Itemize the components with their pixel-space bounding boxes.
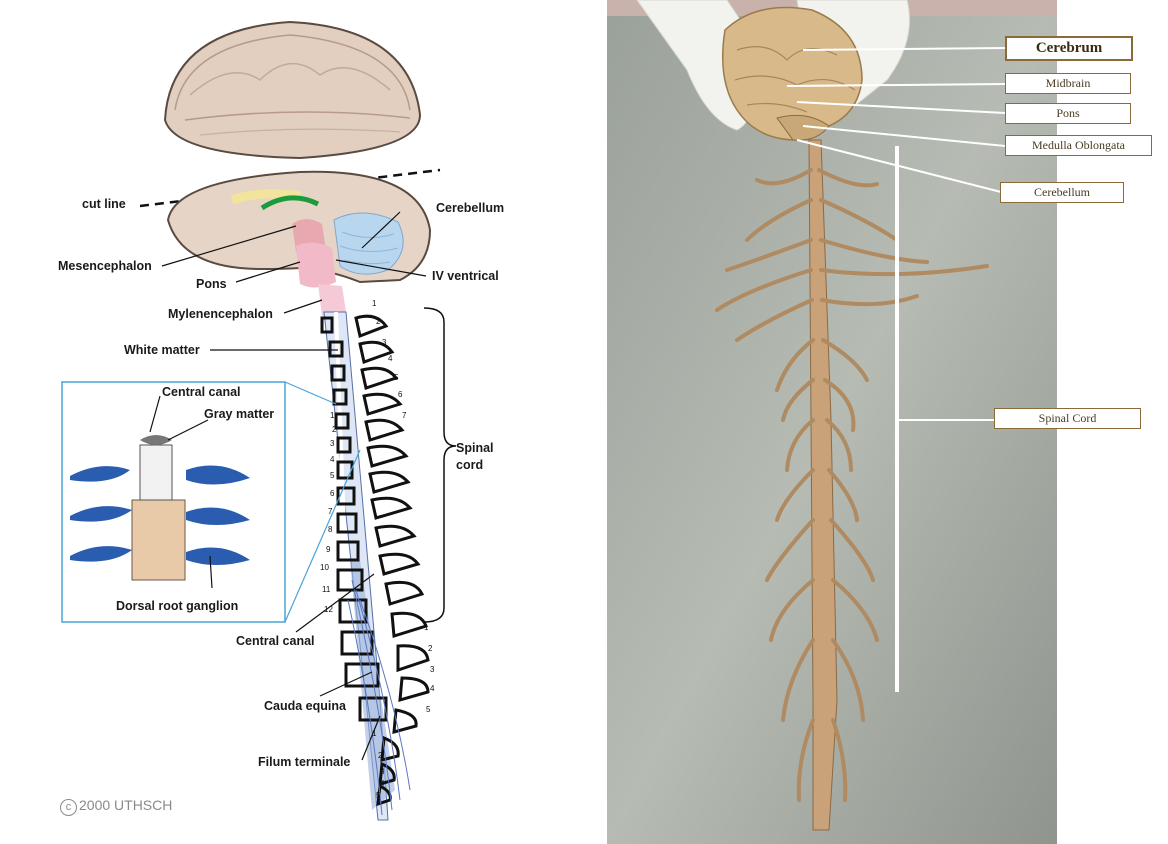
svg-text:12: 12: [324, 605, 333, 614]
cerebrum-cut-illustration: [163, 20, 422, 160]
svg-text:11: 11: [322, 585, 331, 594]
label-cauda-equina: Cauda equina: [264, 699, 347, 713]
spinal-cord-specimen: [715, 139, 989, 831]
svg-text:5: 5: [376, 791, 381, 800]
svg-text:1: 1: [424, 623, 429, 632]
specimen-photo: [607, 0, 1057, 844]
svg-text:1: 1: [372, 729, 377, 738]
vertebra-numbers: 1 2 3 4 5 6 7 1 2 3 4 5 6 7 8 9 10 11 12…: [320, 299, 435, 800]
cerebellum-region: [333, 212, 404, 275]
svg-text:3: 3: [382, 338, 387, 347]
label-white-matter: White matter: [124, 343, 200, 357]
svg-text:6: 6: [330, 489, 335, 498]
leader-lines: [149, 211, 457, 761]
svg-text:2: 2: [428, 644, 433, 653]
svg-text:3: 3: [330, 439, 335, 448]
label-filum-terminale: Filum terminale: [258, 755, 350, 769]
label-central-canal-inset: Central canal: [162, 385, 241, 399]
medulla-region: [318, 284, 346, 316]
label-cerebrum: Cerebrum: [1005, 36, 1133, 61]
brain-sagittal-section: [166, 170, 432, 316]
label-mylenencephalon: Mylenencephalon: [168, 307, 273, 321]
label-dorsal-root-ganglion: Dorsal root ganglion: [116, 599, 238, 613]
svg-text:1: 1: [372, 299, 377, 308]
svg-text:10: 10: [320, 563, 329, 572]
svg-text:2: 2: [376, 317, 381, 326]
label-spinal-cord: Spinal Cord: [994, 408, 1141, 429]
svg-text:8: 8: [328, 525, 333, 534]
svg-text:4: 4: [380, 779, 385, 788]
svg-text:5: 5: [330, 471, 335, 480]
label-iv-ventrical: IV ventrical: [432, 269, 499, 283]
spinal-cord-inset: [61, 381, 361, 623]
photo-leader-lines: [786, 47, 1006, 421]
label-cerebellum-photo: Cerebellum: [1000, 182, 1124, 203]
svg-text:9: 9: [326, 545, 331, 554]
svg-text:4: 4: [430, 684, 435, 693]
pons-region: [296, 242, 336, 288]
svg-text:4: 4: [388, 354, 393, 363]
svg-text:2: 2: [332, 425, 337, 434]
svg-text:1: 1: [330, 411, 335, 420]
copyright-text: 2000 UTHSCH: [79, 797, 173, 813]
copyright-icon: c: [60, 799, 77, 816]
label-central-canal: Central canal: [236, 634, 315, 648]
svg-text:2: 2: [378, 751, 383, 760]
spinal-column: [320, 311, 430, 821]
svg-text:7: 7: [328, 507, 333, 516]
svg-text:4: 4: [330, 455, 335, 464]
label-cerebellum: Cerebellum: [436, 201, 504, 215]
label-midbrain: Midbrain: [1005, 73, 1131, 94]
svg-text:5: 5: [394, 373, 399, 382]
label-pons-photo: Pons: [1005, 103, 1131, 124]
cns-diagram: cut line Cerebellum Mesencephalon Pons I…: [58, 20, 504, 821]
label-medulla-oblongata: Medulla Oblongata: [1005, 135, 1152, 156]
svg-text:6: 6: [398, 390, 403, 399]
svg-text:3: 3: [380, 767, 385, 776]
svg-text:5: 5: [426, 705, 431, 714]
label-mesencephalon: Mesencephalon: [58, 259, 152, 273]
label-cord: cord: [456, 458, 483, 472]
label-gray-matter: Gray matter: [204, 407, 274, 421]
brain-specimen: [721, 6, 863, 141]
label-spinal: Spinal: [456, 441, 494, 455]
svg-text:7: 7: [402, 411, 407, 420]
label-pons: Pons: [196, 277, 227, 291]
svg-text:3: 3: [430, 665, 435, 674]
label-cut-line: cut line: [82, 197, 126, 211]
